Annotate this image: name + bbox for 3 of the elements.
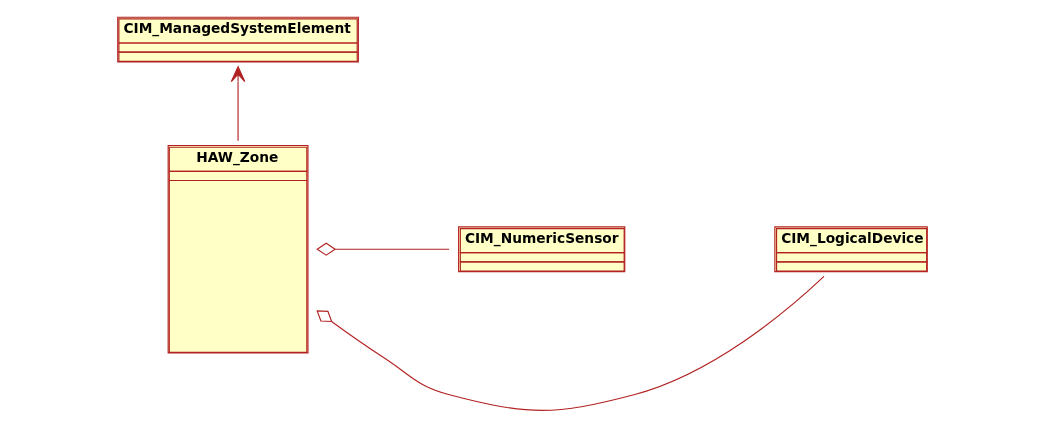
connector <box>315 242 450 256</box>
arrow <box>230 66 245 142</box>
connector <box>315 275 825 411</box>
